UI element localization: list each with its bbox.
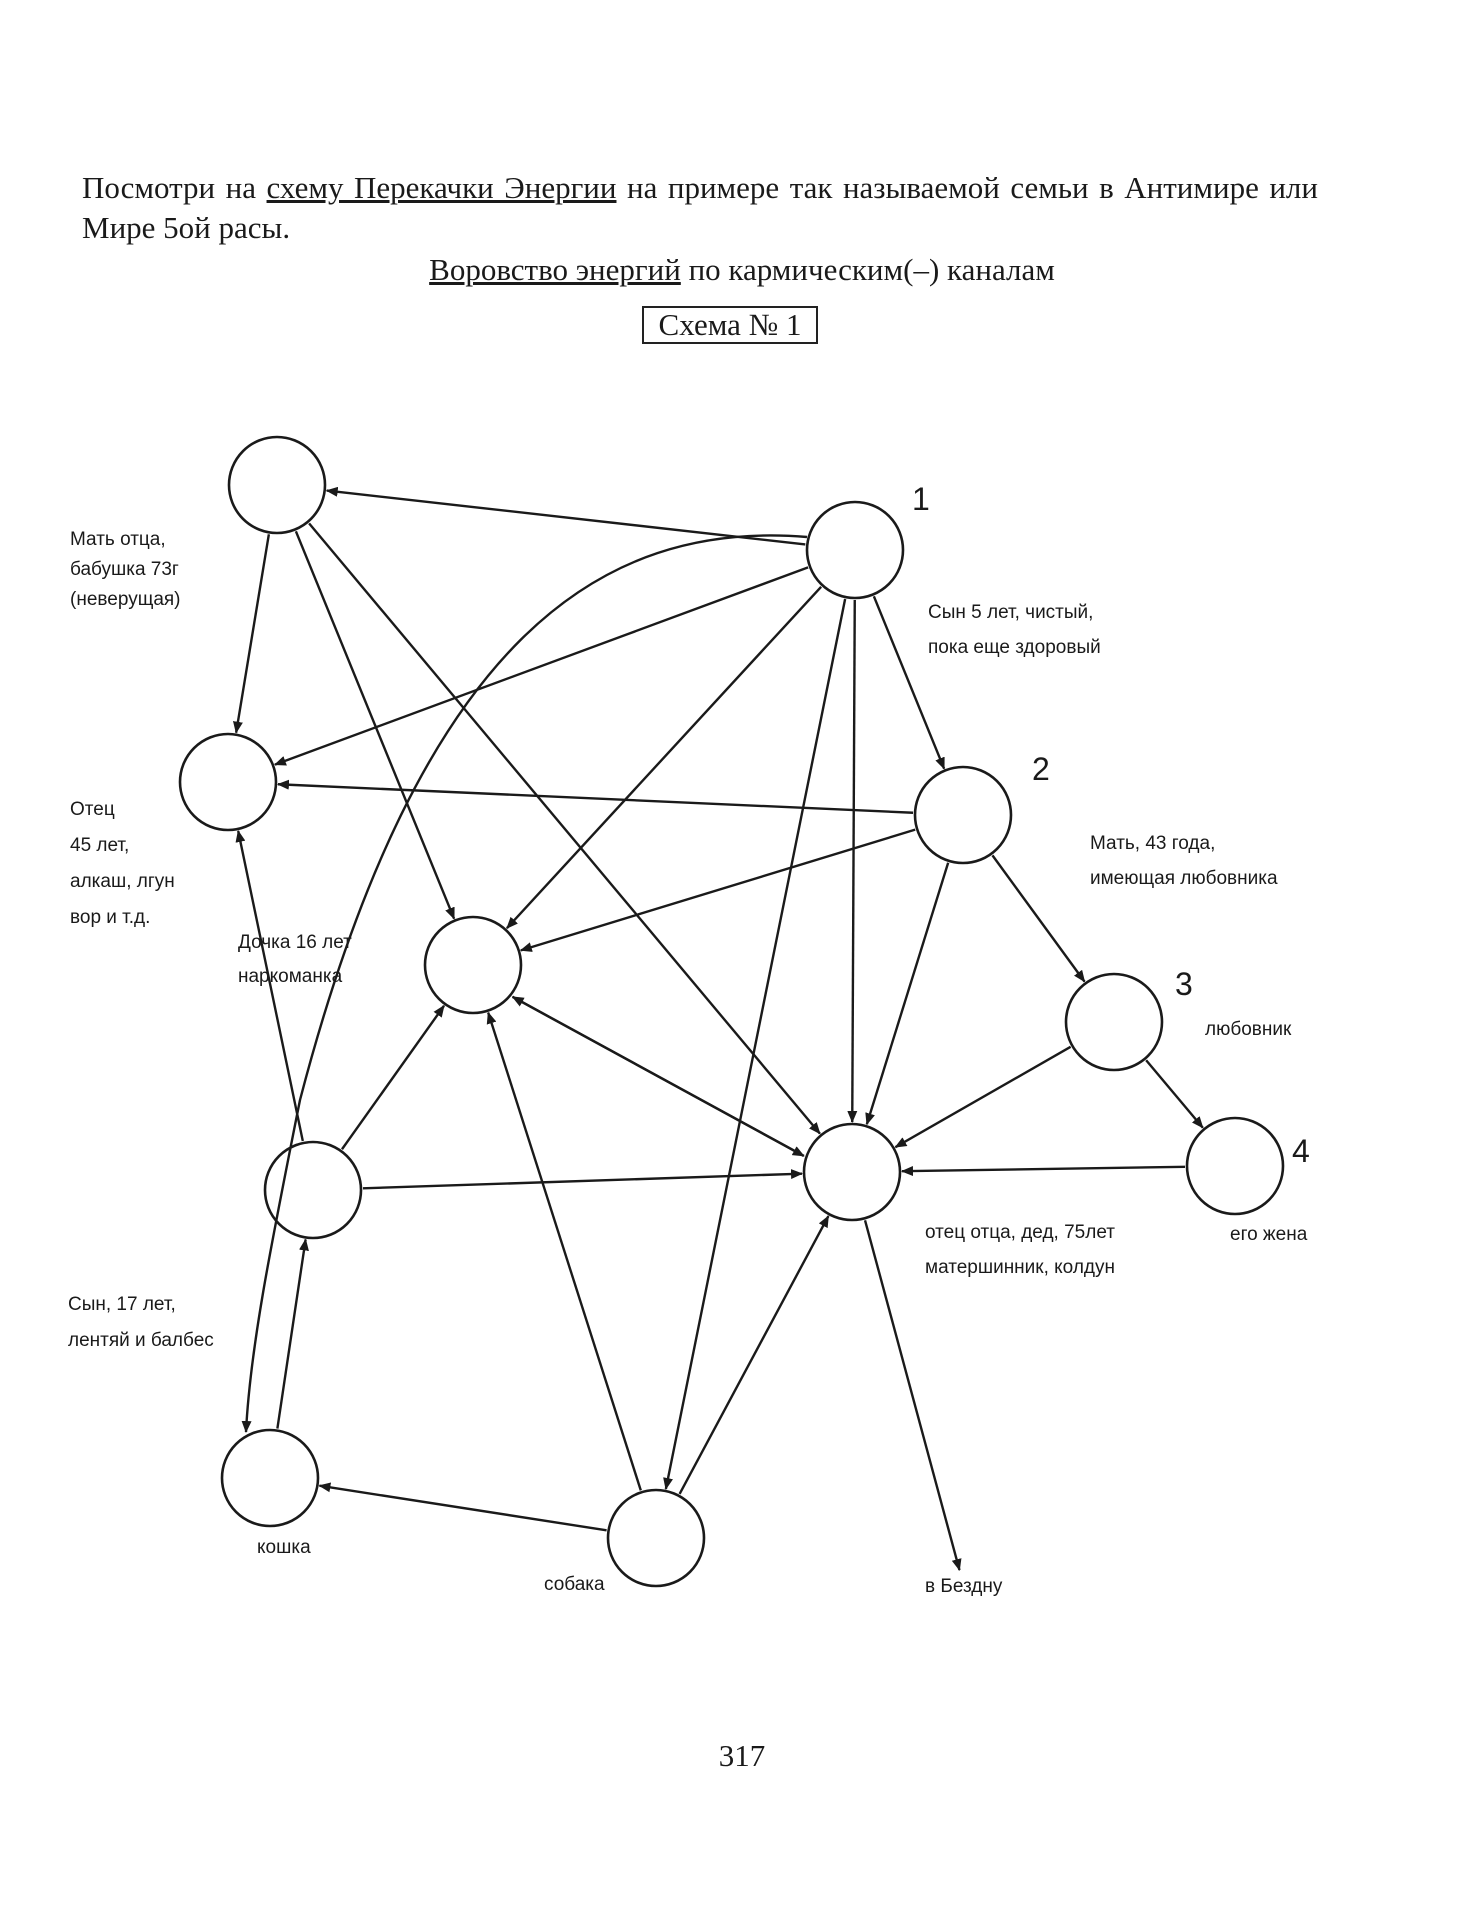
edge-grandmother-to-grandfather bbox=[308, 522, 821, 1135]
node-lover_wife bbox=[1185, 1116, 1285, 1216]
edge-dog-to-cat bbox=[318, 1482, 607, 1532]
subtitle-underlined: Воровство энергий bbox=[429, 252, 681, 287]
diagram-subtitle: Воровство энергий по кармическим(–) кана… bbox=[0, 250, 1484, 290]
scheme-label-box: Схема № 1 bbox=[642, 306, 818, 344]
edge-mother-to-father bbox=[276, 779, 914, 814]
intro-paragraph: Посмотри на схему Перекачки Энергии на п… bbox=[82, 168, 1318, 248]
node-dog bbox=[606, 1488, 706, 1588]
node-label-grandmother: (неверущая) bbox=[70, 589, 181, 610]
node-lover bbox=[1064, 972, 1164, 1072]
edge-son5-to-father bbox=[273, 566, 809, 766]
node-label-father: вор и т.д. bbox=[70, 907, 150, 928]
edge-cat-to-son17 bbox=[276, 1238, 309, 1429]
node-father bbox=[178, 732, 278, 832]
node-label-daughter: наркоманка bbox=[238, 966, 343, 987]
edge-son5-to-dog bbox=[663, 598, 847, 1490]
node-label-father: 45 лет, bbox=[70, 835, 129, 856]
node-label-father: Отец bbox=[70, 799, 115, 820]
node-label-cat: кошка bbox=[257, 1537, 311, 1558]
edge-grandfather-to-daughter bbox=[511, 995, 805, 1157]
node-label-mother: имеющая любовника bbox=[1090, 868, 1278, 889]
edge-son5-to-grandmother bbox=[325, 486, 806, 546]
node-grandfather bbox=[802, 1122, 902, 1222]
edge-mother-to-daughter bbox=[519, 828, 916, 952]
node-son5 bbox=[805, 500, 905, 600]
node-daughter bbox=[423, 915, 523, 1015]
edge-son5-to-mother bbox=[872, 595, 946, 770]
edge-son17-to-grandfather bbox=[362, 1169, 804, 1190]
node-mother bbox=[913, 765, 1013, 865]
node-number-son5: 1 bbox=[912, 481, 930, 517]
node-label-lover: любовник bbox=[1205, 1019, 1292, 1040]
node-label-grandfather: матершинник, колдун bbox=[925, 1257, 1115, 1278]
edge-dog-to-grandfather bbox=[678, 1215, 830, 1495]
node-label-lover_wife: его жена bbox=[1230, 1224, 1308, 1245]
node-son17 bbox=[263, 1140, 363, 1240]
edge-grandmother-to-father bbox=[232, 534, 271, 734]
node-number-lover: 3 bbox=[1175, 966, 1193, 1002]
intro-text-2: на примере так называемой семьи в Антими… bbox=[82, 170, 1318, 245]
node-label-daughter: Дочка 16 лет bbox=[238, 932, 352, 953]
node-label-grandfather: отец отца, дед, 75лет bbox=[925, 1222, 1115, 1243]
node-number-lover_wife: 4 bbox=[1292, 1133, 1310, 1169]
node-number-mother: 2 bbox=[1032, 751, 1050, 787]
page-number: 317 bbox=[718, 1738, 766, 1773]
edge-grandmother-to-daughter bbox=[294, 530, 456, 920]
edge-lover_wife-to-grandfather bbox=[900, 1165, 1186, 1177]
edge-son5-to-grandfather bbox=[847, 599, 858, 1124]
edge-son5-to-daughter bbox=[505, 585, 823, 930]
node-grandmother bbox=[227, 435, 327, 535]
node-label-son17: Сын, 17 лет, bbox=[68, 1294, 176, 1315]
edge-lover-to-lover_wife bbox=[1145, 1059, 1204, 1129]
scheme-link-text: схему Перекачки Энергии bbox=[266, 170, 617, 205]
edge-mother-to-lover bbox=[991, 854, 1086, 983]
edge-son17-to-father bbox=[235, 829, 304, 1142]
intro-text-1: Посмотри на bbox=[82, 170, 267, 205]
node-cat bbox=[220, 1428, 320, 1528]
node-label-mother: Мать, 43 года, bbox=[1090, 833, 1215, 854]
node-label-son5: пока еще здоровый bbox=[928, 637, 1101, 658]
node-label-son5: Сын 5 лет, чистый, bbox=[928, 602, 1093, 623]
node-label-grandmother: бабушка 73г bbox=[70, 559, 179, 580]
edge-son5-to-cat bbox=[241, 534, 808, 1433]
edge-grandfather-to-abyss bbox=[863, 1219, 962, 1572]
nodes-layer bbox=[178, 435, 1285, 1588]
node-label-son17: лентяй и балбес bbox=[68, 1330, 214, 1351]
node-label-dog: собака bbox=[544, 1574, 605, 1595]
edge-dog-to-daughter bbox=[486, 1011, 642, 1491]
node-label-abyss: в Бездну bbox=[925, 1576, 1003, 1597]
edge-son17-to-daughter bbox=[340, 1004, 446, 1150]
edges-layer bbox=[232, 486, 1204, 1572]
edge-lover-to-grandfather bbox=[894, 1045, 1072, 1149]
subtitle-rest: по кармическим(–) каналам bbox=[680, 252, 1055, 287]
node-label-father: алкаш, лгун bbox=[70, 871, 175, 892]
node-label-grandmother: Мать отца, bbox=[70, 529, 166, 550]
edge-mother-to-grandfather bbox=[865, 862, 950, 1126]
